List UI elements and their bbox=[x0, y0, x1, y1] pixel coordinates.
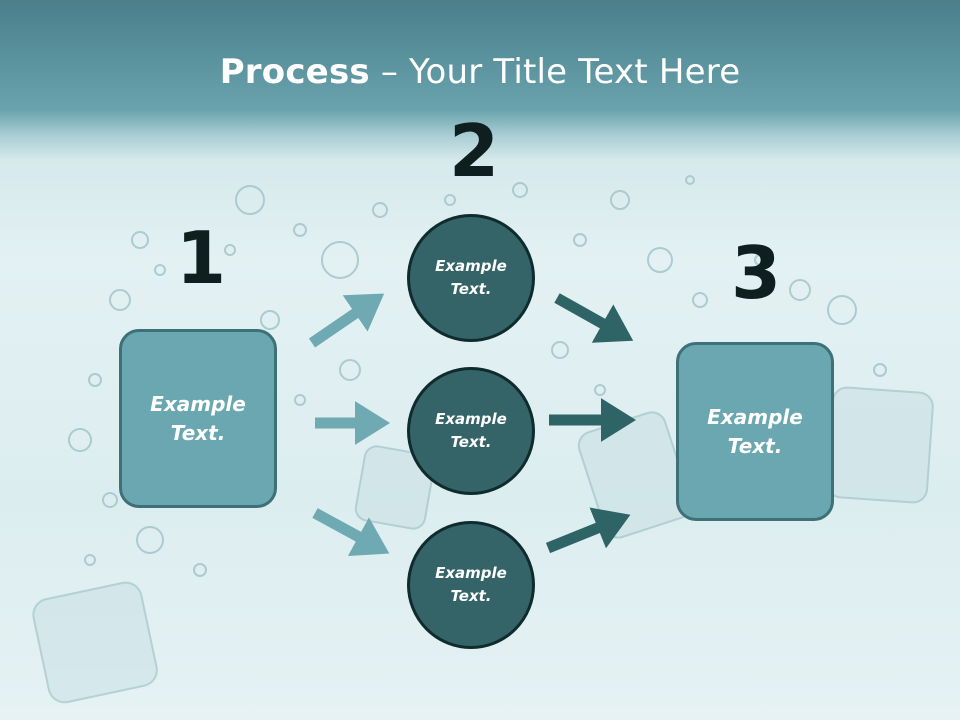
step-number-1: 1 bbox=[176, 216, 227, 300]
arrow-circle1-to-step3 bbox=[554, 293, 634, 343]
title-rest: – Your Title Text Here bbox=[369, 52, 741, 92]
circle-3-text-line2: Text. bbox=[450, 587, 492, 605]
step-3-text-line2: Text. bbox=[727, 433, 783, 458]
circle-3-text-line1: Example bbox=[435, 564, 507, 582]
circle-1-text-line2: Text. bbox=[450, 280, 492, 298]
circle-2-text-line2: Text. bbox=[450, 433, 492, 451]
arrow-step1-to-circle1 bbox=[308, 293, 385, 348]
title-bold: Process bbox=[219, 52, 370, 92]
step-number-3: 3 bbox=[731, 231, 782, 315]
step-1-text-line1: Example bbox=[150, 391, 246, 416]
step-3-box: Example Text. bbox=[676, 342, 834, 521]
step-1-text-line2: Text. bbox=[170, 420, 226, 445]
circle-1: Example Text. bbox=[407, 214, 535, 342]
circle-2-text-line1: Example bbox=[435, 410, 507, 428]
arrow-step1-to-circle3 bbox=[312, 508, 390, 556]
step-3-text-line1: Example bbox=[707, 404, 803, 429]
circle-2: Example Text. bbox=[407, 367, 535, 495]
arrow-circle3-to-step3 bbox=[545, 507, 631, 554]
slide-title: Process – Your Title Text Here bbox=[0, 52, 960, 92]
circle-1-text-line1: Example bbox=[435, 257, 507, 275]
step-number-2: 2 bbox=[449, 109, 500, 193]
circle-3: Example Text. bbox=[407, 521, 535, 649]
step-1-box: Example Text. bbox=[119, 329, 277, 508]
